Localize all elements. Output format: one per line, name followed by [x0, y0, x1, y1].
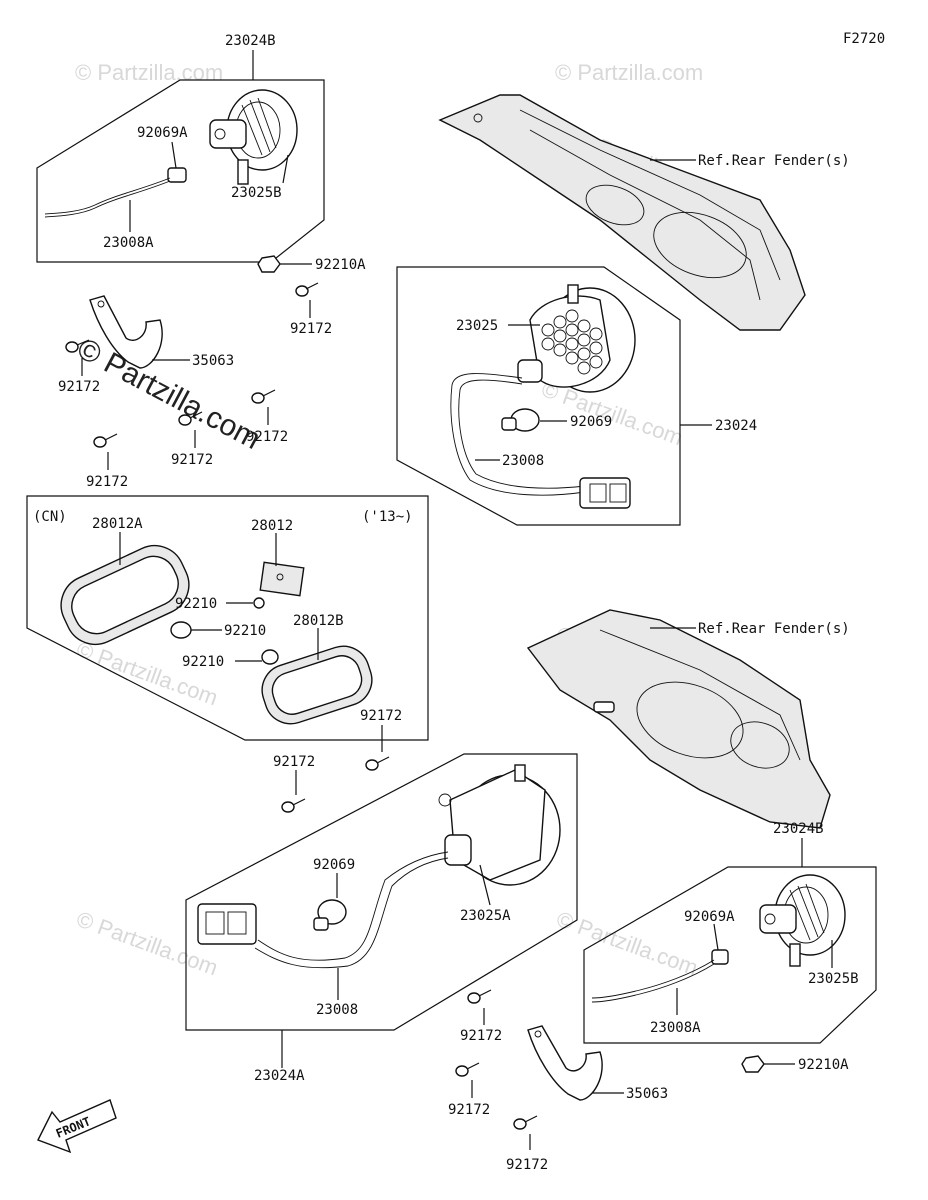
part-label: 92172 [506, 1157, 548, 1173]
part-label: 23008 [502, 453, 544, 469]
nut-icon: 92210 [170, 621, 266, 639]
part-label: 23024A [254, 1068, 305, 1084]
part-label: 92172 [448, 1102, 490, 1118]
screw-icon: 92172 [86, 433, 128, 490]
part-label: 92172 [58, 379, 100, 395]
bulb-92069-icon [313, 899, 347, 931]
fender-ref: Ref.Rear Fender(s) [698, 153, 850, 169]
rear-fender-upper [438, 94, 806, 331]
screw-icon: 92172 [290, 282, 332, 337]
front-arrow-icon: FRONT [37, 1099, 117, 1154]
part-label: 92210 [175, 596, 217, 612]
part-label: 92210A [315, 257, 366, 273]
tail-lamp-assembly-box: 23024 23025 92069 [396, 266, 757, 526]
part-label: 92172 [290, 321, 332, 337]
year-label: ('13~) [362, 509, 413, 525]
part-label: 23025B [808, 971, 859, 987]
screw-icon: 92172 [273, 754, 315, 813]
watermark: © Partzilla.com [553, 906, 701, 980]
part-label: 92172 [246, 429, 288, 445]
wire-23008-icon [197, 851, 449, 969]
rear-fender-lower [526, 609, 831, 829]
part-label: 92069 [313, 857, 355, 873]
screw-icon: 92172 [58, 339, 100, 395]
part-label: 28012 [251, 518, 293, 534]
part-label: 23024B [225, 33, 276, 49]
wire-23008-icon [450, 373, 631, 509]
screw-icon: 92172 [171, 411, 213, 468]
bracket-35063-icon: 35063 [89, 295, 234, 369]
part-label: 23025B [231, 185, 282, 201]
reflector-28012a-icon [60, 544, 190, 646]
nut-icon: 92210 [182, 649, 279, 670]
housing-23025b-icon [209, 89, 298, 185]
watermark: © Partzilla.com [555, 60, 703, 85]
part-label: 92172 [460, 1028, 502, 1044]
part-label: 92210A [798, 1057, 849, 1073]
fender-ref: Ref.Rear Fender(s) [698, 621, 850, 637]
screw-icon: 92172 [448, 1062, 490, 1118]
reflector-box: (CN) ('13~) 28012A 28012 92210 92210 922… [26, 495, 429, 741]
part-label: 23008A [650, 1020, 701, 1036]
part-label: 28012A [92, 516, 143, 532]
figure-code: F2720 [843, 31, 885, 47]
lower-lamp-assembly-box: 23024A 23025A 92069 23008 [185, 753, 578, 1084]
part-label: 92172 [273, 754, 315, 770]
part-label: 92069A [684, 909, 735, 925]
socket-92069a-icon [44, 167, 187, 218]
part-label: 92172 [171, 452, 213, 468]
part-label: 23008A [103, 235, 154, 251]
part-label: 92069 [570, 414, 612, 430]
part-label: 23025A [460, 908, 511, 924]
watermark: © Partzilla.com [75, 60, 223, 85]
screw-icon: 92172 [246, 389, 288, 445]
screw-icon: 92172 [460, 989, 502, 1044]
housing-23025a-icon [438, 764, 561, 886]
bracket-35063-icon: 35063 [527, 1025, 668, 1102]
nut-92210a-icon: 92210A [257, 255, 366, 273]
part-label: 23008 [316, 1002, 358, 1018]
part-label: 92172 [86, 474, 128, 490]
part-label: 35063 [626, 1086, 668, 1102]
reflector-28012b-icon [261, 645, 373, 725]
top-left-assembly: 23024B 23025B 92069A 23008A [36, 33, 325, 263]
part-label: 92172 [360, 708, 402, 724]
screw-icon: 92172 [360, 708, 402, 771]
screw-icon: 92172 [506, 1115, 548, 1173]
housing-23025-icon [517, 284, 636, 393]
part-label: 28012B [293, 613, 344, 629]
housing-23025b-icon [759, 874, 846, 967]
reflector-28012-icon [259, 561, 305, 597]
bulb-92069-icon [501, 408, 540, 432]
part-label: 35063 [192, 353, 234, 369]
part-label: 92210 [224, 623, 266, 639]
part-label: 92069A [137, 125, 188, 141]
part-label: 92210 [182, 654, 224, 670]
part-label: 23024B [773, 821, 824, 837]
nut-92210a-icon: 92210A [741, 1055, 849, 1073]
nut-icon: 92210 [175, 596, 265, 612]
socket-92069a-icon [591, 949, 729, 1003]
part-label: 23025 [456, 318, 498, 334]
market-label: (CN) [33, 509, 67, 525]
part-label: 23024 [715, 418, 757, 434]
lower-right-assembly: 23024B 23025B 92069A 23008A [583, 821, 877, 1044]
watermark: © Partzilla.com [73, 636, 221, 710]
